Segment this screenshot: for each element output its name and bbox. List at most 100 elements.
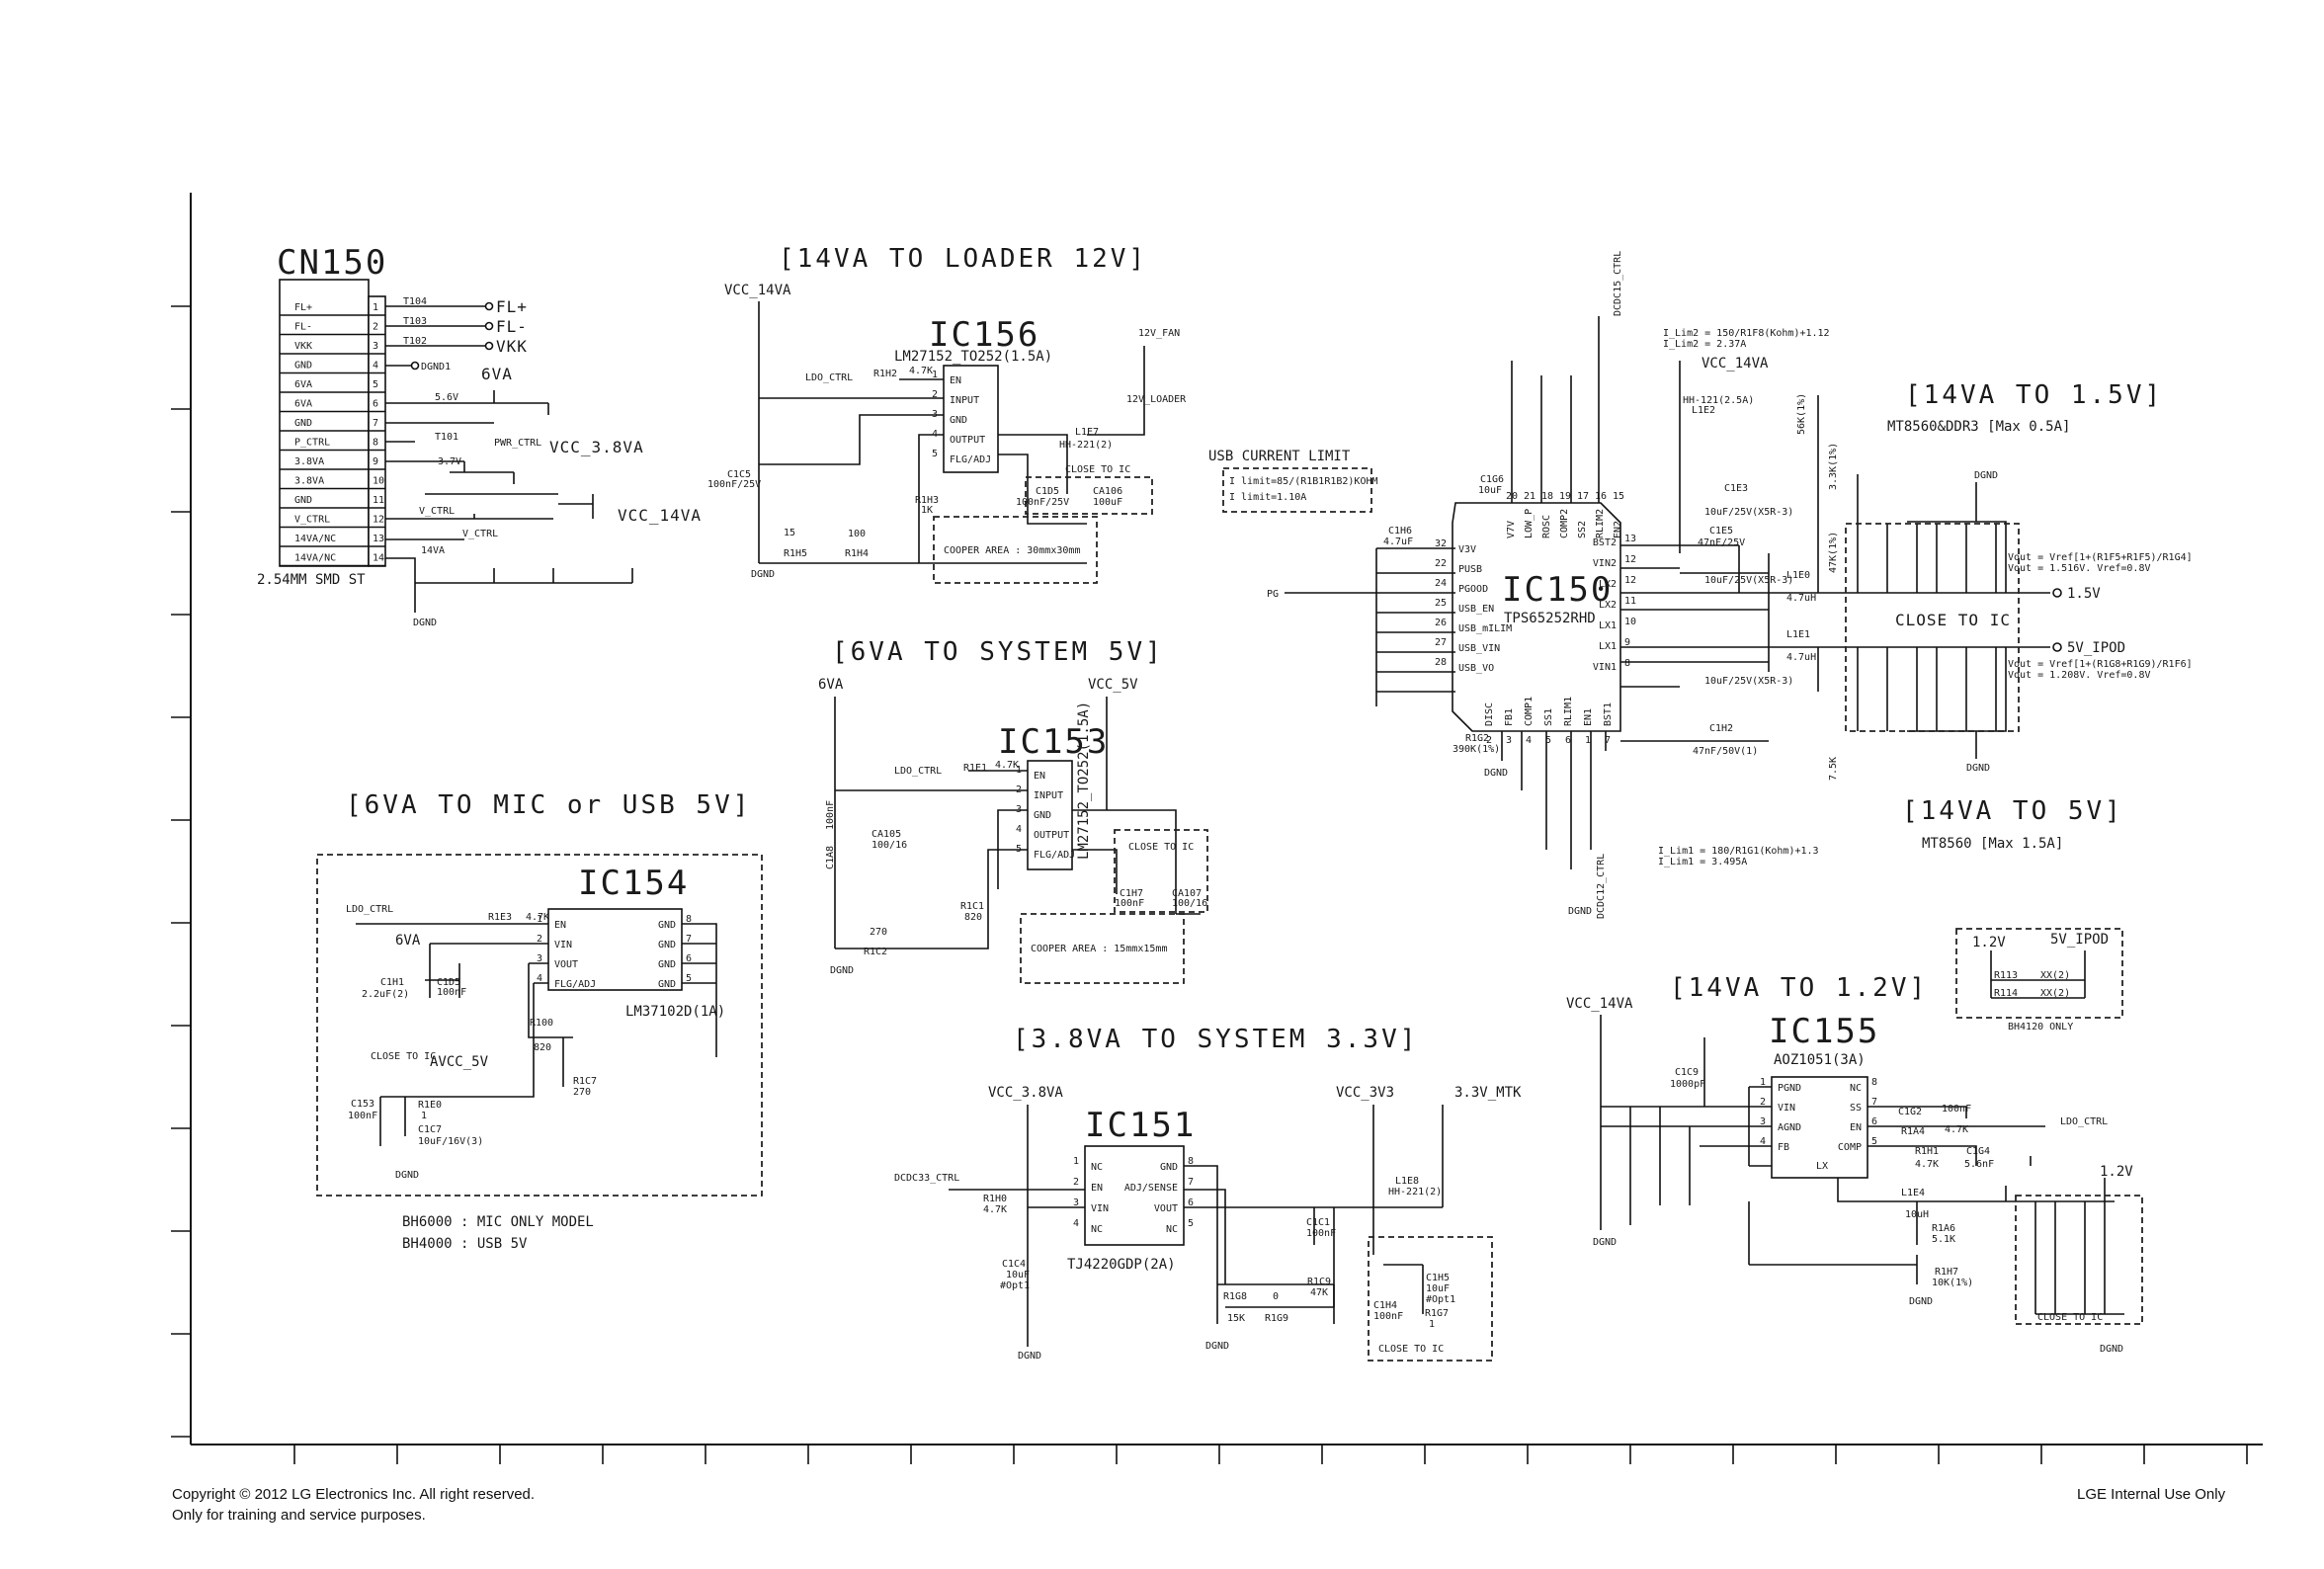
net-33v-mtk: 3.3V_MTK <box>1454 1085 1522 1101</box>
r1c1-label: R1C1 <box>960 901 984 912</box>
ic155-pin-left: AGND <box>1778 1122 1801 1133</box>
net-vcc3v3: VCC_3V3 <box>1336 1085 1394 1101</box>
c153-value: 100nF <box>348 1111 377 1121</box>
ic156-part: LM27152_TO252(1.5A) <box>894 349 1052 365</box>
ic150-pin-number-left: 32 <box>1435 538 1447 549</box>
usb-limit-line1: I limit=85/(R1B1R1B2)KOHM <box>1229 476 1378 487</box>
r1e1-value: 4.7K <box>995 760 1019 771</box>
ic150-pin-bottom: DISC <box>1484 702 1495 726</box>
r100-value: 820 <box>534 1042 551 1053</box>
v15-subtitle: MT8560&DDR3 [Max 0.5A] <box>1887 419 2070 435</box>
ic150-pin-left: PUSB <box>1458 564 1482 575</box>
r1g8-label: R1G8 <box>1223 1291 1247 1302</box>
cn150-pin-number: 12 <box>373 515 384 526</box>
c1d5-value: 100nF/25V <box>1016 497 1069 508</box>
ic153-part: LM27152_TO252(1.5A) <box>1076 702 1092 860</box>
ilim2-line1: I_Lim2 = 150/R1F8(Kohm)+1.12 <box>1663 328 1830 339</box>
net-v-ctrl-b: V_CTRL <box>462 529 498 539</box>
block-system-3v3: [3.8VA TO SYSTEM 3.3V] VCC_3.8VA IC151 T… <box>894 1025 1522 1362</box>
ic150-pin-number-bottom: 6 <box>1565 735 1571 746</box>
close-to-ic-mic: CLOSE TO IC <box>371 1051 436 1062</box>
usb-limit-title: USB CURRENT LIMIT <box>1208 449 1351 464</box>
ic154-pin-right: GND <box>658 940 676 950</box>
ic154-pin-number-right: 5 <box>686 973 692 984</box>
c1g2-label: C1G2 <box>1898 1107 1922 1117</box>
ic151-pin-number-right: 5 <box>1188 1218 1194 1229</box>
ic156-pin-name: EN <box>950 375 961 386</box>
ic151-pin-left: EN <box>1091 1183 1103 1194</box>
c1c1-value: 100nF <box>1306 1228 1336 1239</box>
cn150-pin-label: P_CTRL <box>294 438 330 449</box>
cn150-pin-label: FL- <box>294 322 312 333</box>
net-12v-out: 1.2V <box>2100 1164 2133 1180</box>
ic150-pin-left: USB_EN <box>1458 604 1494 615</box>
r1h3-label: R1H3 <box>915 495 939 506</box>
c1h6-label: C1H6 <box>1388 526 1412 537</box>
r1h5-value: 15 <box>784 528 795 538</box>
ilim1-line1: I_Lim1 = 180/R1G1(Kohm)+1.3 <box>1658 846 1819 857</box>
net-vcc38-cn: VCC_3.8VA <box>549 438 644 456</box>
ic156-pin-number: 5 <box>932 449 938 459</box>
ic150-pin-number-bottom: 1 <box>1585 735 1591 746</box>
ic150-pin-number-right: 10 <box>1624 617 1636 627</box>
drawing-frame <box>171 193 2263 1464</box>
r1h5-label: R1H5 <box>784 548 807 559</box>
ic150-pin-number-bottom: 3 <box>1506 735 1512 746</box>
ic154-pin-number-left: 1 <box>537 914 542 925</box>
block-1v2: [14VA TO 1.2V] VCC_14VA IC155 AOZ1051(3A… <box>1566 973 2143 1355</box>
ic154-pin-number-left: 3 <box>537 953 542 964</box>
net-15v-out: 1.5V <box>2067 586 2101 602</box>
section-loader-title: [14VA TO LOADER 12V] <box>779 244 1147 274</box>
cn150-footer: 2.54MM SMD ST <box>257 572 366 588</box>
note-bh6000: BH6000 : MIC ONLY MODEL <box>402 1214 594 1230</box>
ic154-pin-left: EN <box>554 920 566 931</box>
ic156-pin-name: OUTPUT <box>950 435 985 446</box>
r1g2-label: R1G2 <box>1465 733 1489 744</box>
r1h2-value: 4.7K <box>909 366 933 376</box>
close-to-ic-12: CLOSE TO IC <box>2037 1312 2103 1323</box>
ic150-pin-number-right: 12 <box>1624 554 1636 565</box>
c1c4-opt: #Opt1 <box>1000 1280 1030 1291</box>
ic151-pin-right: GND <box>1160 1162 1178 1173</box>
r1h2-label: R1H2 <box>873 369 897 379</box>
c1e3-label: C1E3 <box>1724 483 1748 494</box>
r1f5-value: 47K(1%) <box>1828 532 1839 573</box>
net-6va-mic: 6VA <box>395 933 421 949</box>
cn150-pin-label: 14VA/NC <box>294 553 336 564</box>
r1e1-label: R1E1 <box>963 763 987 774</box>
ic155-pin-number-left: 4 <box>1760 1136 1766 1147</box>
ic156-pin-number: 1 <box>932 370 938 380</box>
c1c1-label: C1C1 <box>1306 1217 1330 1228</box>
footer-internal-use: LGE Internal Use Only <box>2077 1486 2226 1503</box>
ic150-pin-bottom: FB1 <box>1504 708 1515 726</box>
ic155-pin-number-left: 2 <box>1760 1097 1766 1108</box>
r1e5-value: 7.5K <box>1828 757 1839 781</box>
ic151-title: IC151 <box>1085 1106 1196 1145</box>
r1e3-label: R1E3 <box>488 912 512 923</box>
ic155-pin-number-left: 3 <box>1760 1116 1766 1127</box>
block-ic150: IC150 TPS65252RHD V3V32PUSB22PGOOD24USB_… <box>1267 251 1830 919</box>
l1e4-label: L1E4 <box>1901 1188 1925 1198</box>
cn150-pin-number: 10 <box>373 476 384 487</box>
r1e4-value: 56K(1%) <box>1796 393 1807 435</box>
cn150-pin-label: VKK <box>294 341 312 352</box>
ic154-part: LM37102D(1A) <box>625 1004 725 1020</box>
l1e7-label: L1E7 <box>1075 427 1099 438</box>
ic155-pin-number-right: 7 <box>1871 1097 1877 1108</box>
r1g7-value: 1 <box>1429 1319 1435 1330</box>
ic153-pin-number: 4 <box>1016 824 1022 835</box>
t101-label: T101 <box>435 432 458 443</box>
r1a4-label: R1A4 <box>1901 1126 1925 1137</box>
ic150-pin-number-top: 21 <box>1524 491 1536 502</box>
c1h5-opt: #Opt1 <box>1426 1294 1455 1305</box>
ic155-pin-number-right: 5 <box>1871 1136 1877 1147</box>
cn150-pin-number: 7 <box>373 418 378 429</box>
ic151-pin-right: VOUT <box>1154 1203 1178 1214</box>
c1h7-value: 100nF <box>1115 898 1144 909</box>
ic150-pin-number-bottom: 7 <box>1605 735 1611 746</box>
c1d5-label: C1D5 <box>1036 486 1059 497</box>
t104-label: T104 <box>403 296 427 307</box>
net-fl-minus: FL- <box>496 317 528 336</box>
ic156-pin-name: FLG/ADJ <box>950 454 991 465</box>
c1a8-label: C1A8 <box>825 846 836 869</box>
